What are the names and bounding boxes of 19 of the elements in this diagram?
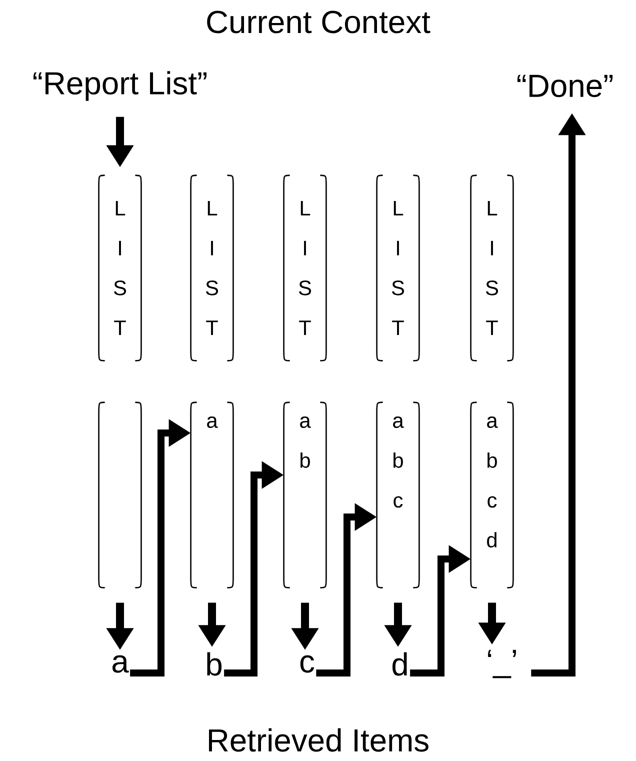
- bracket-list: L I S T: [98, 174, 142, 362]
- item-label: ‘_’: [488, 650, 516, 678]
- item-label: b: [207, 652, 222, 676]
- title: Current Context: [207, 10, 430, 34]
- caption: Retrieved Items: [208, 728, 428, 752]
- bracket-list: L I S T: [376, 174, 420, 362]
- bracket-list: L I S T: [470, 174, 514, 362]
- item-label: d: [392, 652, 407, 676]
- bracket-list: a b c d: [470, 402, 514, 588]
- bracket-list: a b c: [376, 402, 420, 588]
- quoted-label: “Report List”: [33, 71, 206, 101]
- bracket-list: L I S T: [283, 174, 327, 362]
- item-label: a: [112, 655, 129, 673]
- bracket-list: a b: [283, 402, 327, 588]
- bracket-list: L I S T: [190, 174, 234, 362]
- bracket-list: a: [190, 402, 234, 588]
- item-label: c: [300, 655, 314, 673]
- quoted-label: “Done”: [517, 74, 613, 98]
- bracket-pair: [98, 402, 142, 588]
